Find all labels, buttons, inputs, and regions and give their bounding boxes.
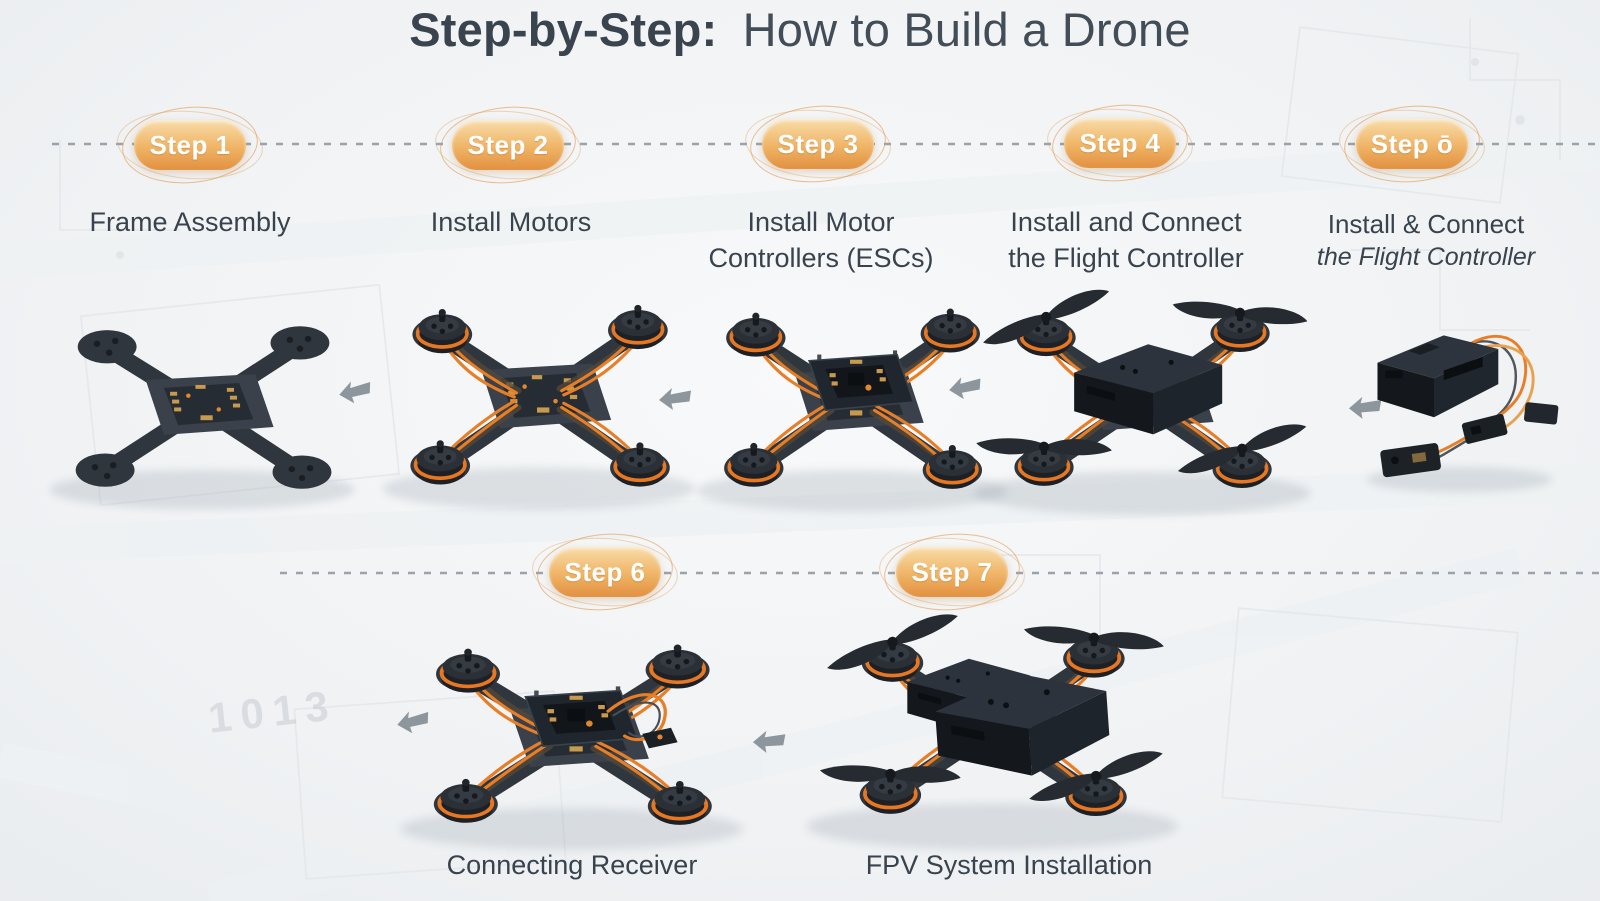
step-4-badge: Step 4 xyxy=(1044,99,1196,187)
step-2-badge: Step 2 xyxy=(432,101,584,189)
drone-illustration-step-1-frame xyxy=(50,288,355,510)
step-4-badge-label: Step 4 xyxy=(1079,127,1161,158)
step-7-badge-label: Step 7 xyxy=(911,556,993,587)
drone-illustration-step-2-motors xyxy=(382,302,696,510)
step-1-badge: Step 1 xyxy=(114,101,266,189)
step-5-badge-label: Step ō xyxy=(1370,128,1454,159)
drone-illustration-step-6-receiver xyxy=(400,642,743,850)
step-6-label: Connecting Receiver xyxy=(446,850,698,880)
step-1-label: Frame Assembly xyxy=(89,207,291,237)
step-1-badge-label: Step 1 xyxy=(149,129,231,160)
page-title-bold: Step-by-Step: xyxy=(409,3,718,56)
step-7-label: FPV System Installation xyxy=(865,850,1153,880)
step-3-badge-label: Step 3 xyxy=(777,128,859,159)
flight-controller-illustration-step-5 xyxy=(1366,334,1559,493)
drone-illustration-step-7-fpv xyxy=(806,607,1178,850)
step-6-badge-label: Step 6 xyxy=(564,556,646,587)
step-3-badge: Step 3 xyxy=(742,100,894,188)
step-6-badge: Step 6 xyxy=(529,528,681,616)
step-3-label: Install Motor Controllers (ESCs) xyxy=(708,207,934,273)
page-title: Step-by-Step: How to Build a Drone xyxy=(0,2,1600,57)
step-2-badge-label: Step 2 xyxy=(467,129,549,160)
step-5-label: Install & Connect the Flight Controller xyxy=(1316,209,1536,272)
drone-illustration-step-3-escs xyxy=(696,306,1008,512)
step-4-label: Install and Connect the Flight Controlle… xyxy=(1008,207,1244,273)
background-digits: 1013 xyxy=(205,681,340,742)
step-7-badge: Step 7 xyxy=(876,528,1028,616)
step-2-label: Install Motors xyxy=(430,207,592,237)
page-title-light: How to Build a Drone xyxy=(742,3,1191,56)
drone-illustration-step-4-flight-controller xyxy=(973,282,1311,515)
step-5-badge: Step ō xyxy=(1336,100,1488,188)
